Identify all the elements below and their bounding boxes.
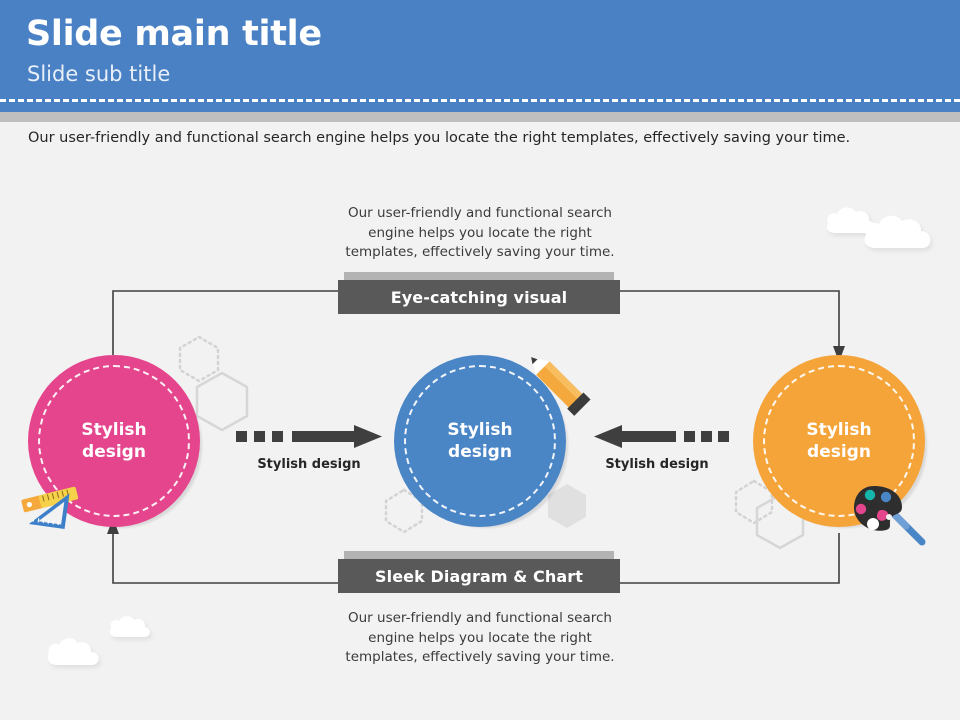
cloud-bottom-left-small-icon	[109, 615, 150, 637]
cloud-bottom-left-large-icon	[47, 638, 99, 665]
hexagon-solid-center-icon	[548, 484, 586, 528]
header-band	[0, 0, 960, 112]
arrow-left-to-center-caption: Stylish design	[257, 457, 361, 472]
page-subtitle: Slide sub title	[27, 62, 171, 86]
arrow-left-to-center-icon	[236, 425, 382, 448]
ruler-triangle-icon	[21, 486, 79, 530]
node-left-label-line2: design	[82, 442, 146, 462]
banner-eye-catching-visual[interactable]: Eye-catching visual	[338, 272, 620, 314]
header-dashed-rule	[0, 99, 960, 102]
node-right-label: Stylish design	[806, 419, 871, 464]
node-right-dashed-ring	[763, 365, 915, 517]
node-right-label-line1: Stylish	[806, 419, 872, 440]
node-center-label-line2: design	[448, 442, 512, 462]
cloud-top-right-large-icon	[864, 215, 931, 248]
pencil-icon	[531, 357, 591, 416]
banner-bottom-cap	[344, 551, 614, 559]
node-left-label-line1: Stylish	[81, 419, 147, 440]
cloud-top-right-small-icon	[826, 207, 875, 233]
page-title: Slide main title	[26, 14, 322, 54]
banner-sleek-diagram-chart[interactable]: Sleek Diagram & Chart	[338, 551, 620, 593]
hexagon-outline-left-icon	[195, 371, 249, 432]
node-center-circle[interactable]: Stylish design	[394, 355, 566, 527]
node-center-label: Stylish design	[447, 419, 512, 464]
banner-top-cap	[344, 272, 614, 280]
node-left-dashed-ring	[38, 365, 190, 517]
arrow-right-to-center-caption: Stylish design	[605, 457, 709, 472]
node-left-label: Stylish design	[81, 419, 146, 464]
paint-palette-icon	[854, 486, 926, 546]
banner-top-label: Eye-catching visual	[338, 280, 620, 314]
description-top: Our user-friendly and functional search …	[345, 205, 615, 260]
header-grey-rule	[0, 112, 960, 122]
description-bottom: Our user-friendly and functional search …	[345, 610, 615, 665]
node-center-dashed-ring	[404, 365, 556, 517]
banner-bottom-label: Sleek Diagram & Chart	[338, 559, 620, 593]
arrow-right-dash-tail-icon	[718, 431, 729, 442]
arrow-right-to-center-icon	[594, 425, 720, 448]
node-center-label-line1: Stylish	[447, 419, 513, 440]
node-right-label-line2: design	[807, 442, 871, 462]
lead-paragraph: Our user-friendly and functional search …	[28, 130, 851, 146]
